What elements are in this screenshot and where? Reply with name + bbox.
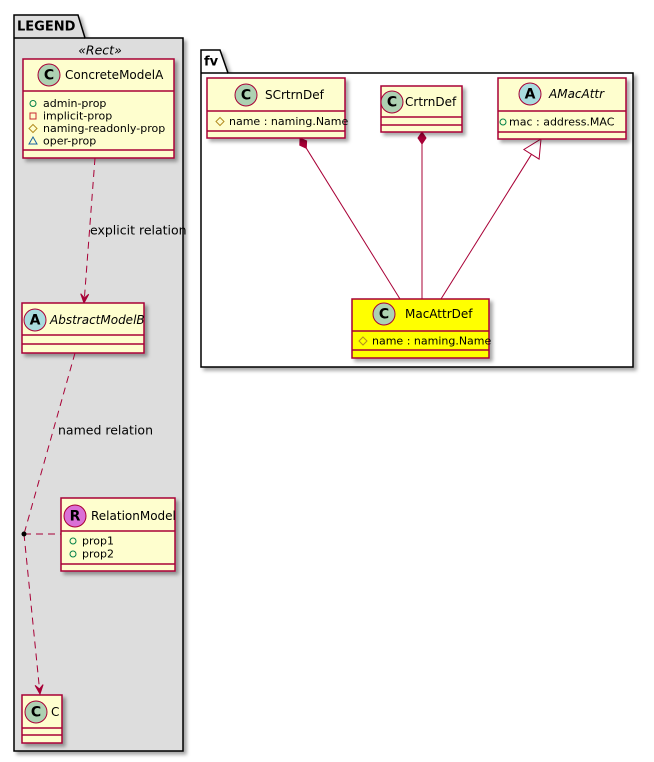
relation-line [305,147,401,300]
attribute: admin-prop [43,97,106,110]
class-name: SCrtrnDef [265,88,325,102]
class-badge-icon [24,700,48,724]
relation-label: named relation [58,423,153,438]
public-visibility-icon [29,100,37,107]
class-badge-letter: C [31,705,41,721]
class-name: AbstractModelB [49,313,145,327]
package-visibility-icon [28,135,38,145]
class-abstract-model-b: A AbstractModelB [21,302,145,354]
class-badge-letter: C [44,68,54,84]
class-scrtrndef: C SCrtrnDef name : naming.Name [206,77,349,139]
class-badge-letter: C [379,307,389,323]
attribute: name : naming.Name [372,335,492,348]
relation-named: named relation [21,352,153,696]
composition-diamond-icon [299,137,308,149]
public-visibility-icon [69,550,77,558]
class-name: ConcreteModelA [65,68,164,82]
class-badge-icon [372,302,396,326]
class-name: AMacAttr [548,87,605,101]
abstract-badge-icon [518,82,542,106]
relation-label: explicit relation [90,223,187,238]
legend-title: LEGEND [17,20,76,35]
attribute: implicit-prop [43,110,112,123]
arrowhead-icon [80,293,90,305]
inheritance-triangle-icon [522,138,542,160]
class-badge-letter: A [525,87,536,103]
class-box [206,77,346,139]
attribute: mac : address.MAC [509,116,615,129]
relation-explicit: explicit relation [80,157,187,305]
class-badge-icon [234,83,258,107]
junction-dot [21,531,27,537]
attribute: oper-prop [43,135,96,148]
protected-visibility-icon [358,336,368,346]
relation-amacattr-inheritance [440,138,542,300]
protected-visibility-icon [215,116,225,127]
relation-line [23,352,76,535]
class-name: MacAttrDef [405,307,473,321]
abstract-badge-icon [23,308,47,332]
attribute: prop1 [82,535,114,548]
class-box [497,77,627,140]
class-concrete-model-a: C ConcreteModelA admin-prop implicit-pro… [22,58,175,159]
class-macattrdef: C MacAttrDef name : naming.Name [351,298,492,359]
class-badge-letter: C [387,95,397,111]
protected-visibility-icon [28,123,38,134]
relation-badge-icon [63,504,87,528]
class-badge-letter: R [70,509,81,525]
class-name: C [51,705,59,719]
class-name: RelationModel [91,509,176,523]
class-c: C C [21,694,63,744]
attribute: naming-readonly-prop [43,122,165,135]
attribute: name : naming.Name [229,115,349,128]
class-box [22,58,175,159]
class-amacattr: A AMacAttr mac : address.MAC [497,77,627,140]
class-badge-icon [380,90,404,114]
relation-crtrndef-composition [417,131,427,299]
relation-scrtrndef-composition [299,137,401,300]
class-relation-model: R RelationModel prop1 prop2 [60,497,176,572]
arrowhead-icon [34,684,44,696]
private-visibility-icon [29,112,37,120]
package-title: fv [204,55,219,70]
class-badge-icon [37,63,61,87]
class-badge-letter: C [241,88,251,104]
composition-diamond-icon [417,131,427,145]
legend-stereotype: «Rect» [78,43,122,58]
attribute: prop2 [82,548,114,561]
public-visibility-icon [499,118,507,126]
class-crtrndef: C CrtrnDef [380,85,463,133]
class-badge-letter: A [30,313,41,329]
relation-line [23,533,40,690]
public-visibility-icon [69,537,77,545]
relation-line [440,154,532,300]
class-name: CrtrnDef [405,95,457,109]
